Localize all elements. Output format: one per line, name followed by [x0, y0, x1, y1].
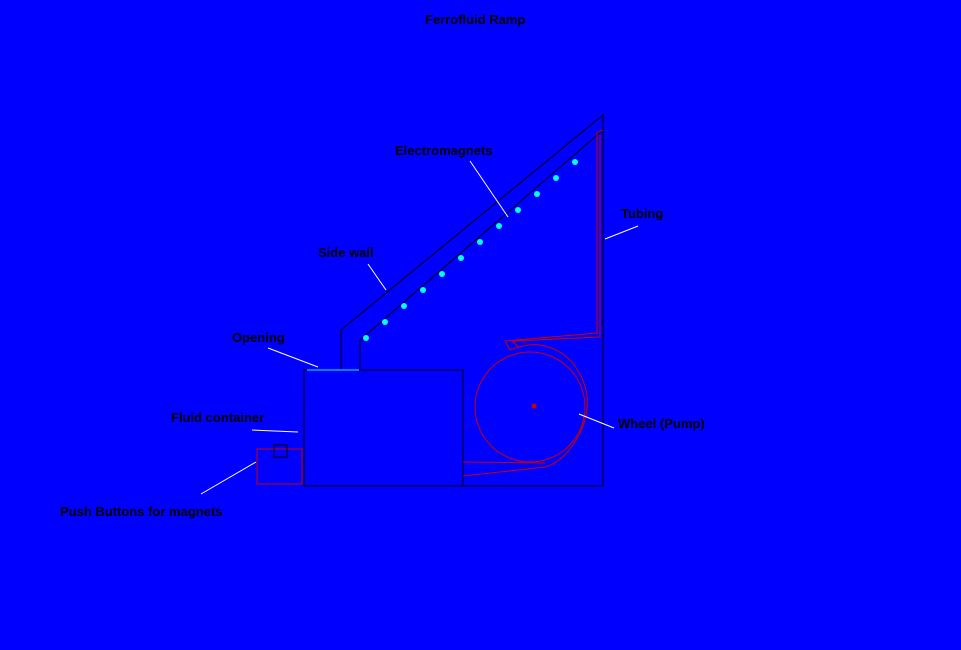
- label-electromagnets: Electromagnets: [395, 143, 493, 158]
- electromagnets: [363, 159, 578, 341]
- ramp-surface: [359, 129, 604, 370]
- diagram-title: Ferrofluid Ramp: [425, 12, 526, 27]
- electromagnet: [534, 191, 540, 197]
- leader-wheel: [578, 413, 615, 429]
- electromagnet: [553, 175, 559, 181]
- label-opening: Opening: [232, 330, 285, 345]
- electromagnet: [496, 223, 502, 229]
- leader-electromagnets: [469, 160, 509, 218]
- fluid-container: [303, 369, 464, 487]
- electromagnet: [439, 271, 445, 277]
- push-button: [273, 444, 288, 458]
- push-buttons-box: [256, 448, 303, 485]
- label-side-wall: Side wall: [318, 245, 374, 260]
- label-tubing: Tubing: [621, 206, 664, 221]
- electromagnet: [477, 239, 483, 245]
- leader-fluid-container: [251, 429, 299, 433]
- leader-opening: [267, 347, 319, 368]
- electromagnet: [420, 287, 426, 293]
- wheel: [474, 351, 586, 463]
- electromagnet: [458, 255, 464, 261]
- label-fluid-container: Fluid container: [171, 410, 265, 425]
- wheel-hub: [531, 403, 537, 409]
- label-push-buttons: Push Buttons for magnets: [60, 504, 223, 519]
- electromagnet: [515, 207, 521, 213]
- leader-side-wall: [367, 263, 387, 291]
- label-wheel-pump: Wheel (Pump): [618, 416, 705, 431]
- leader-tubing: [604, 225, 639, 240]
- electromagnet: [363, 335, 369, 341]
- electromagnet: [382, 319, 388, 325]
- frame-outline: [304, 113, 604, 487]
- leader-push-buttons: [200, 461, 257, 495]
- electromagnet: [401, 303, 407, 309]
- tubing: [462, 129, 604, 477]
- electromagnet: [572, 159, 578, 165]
